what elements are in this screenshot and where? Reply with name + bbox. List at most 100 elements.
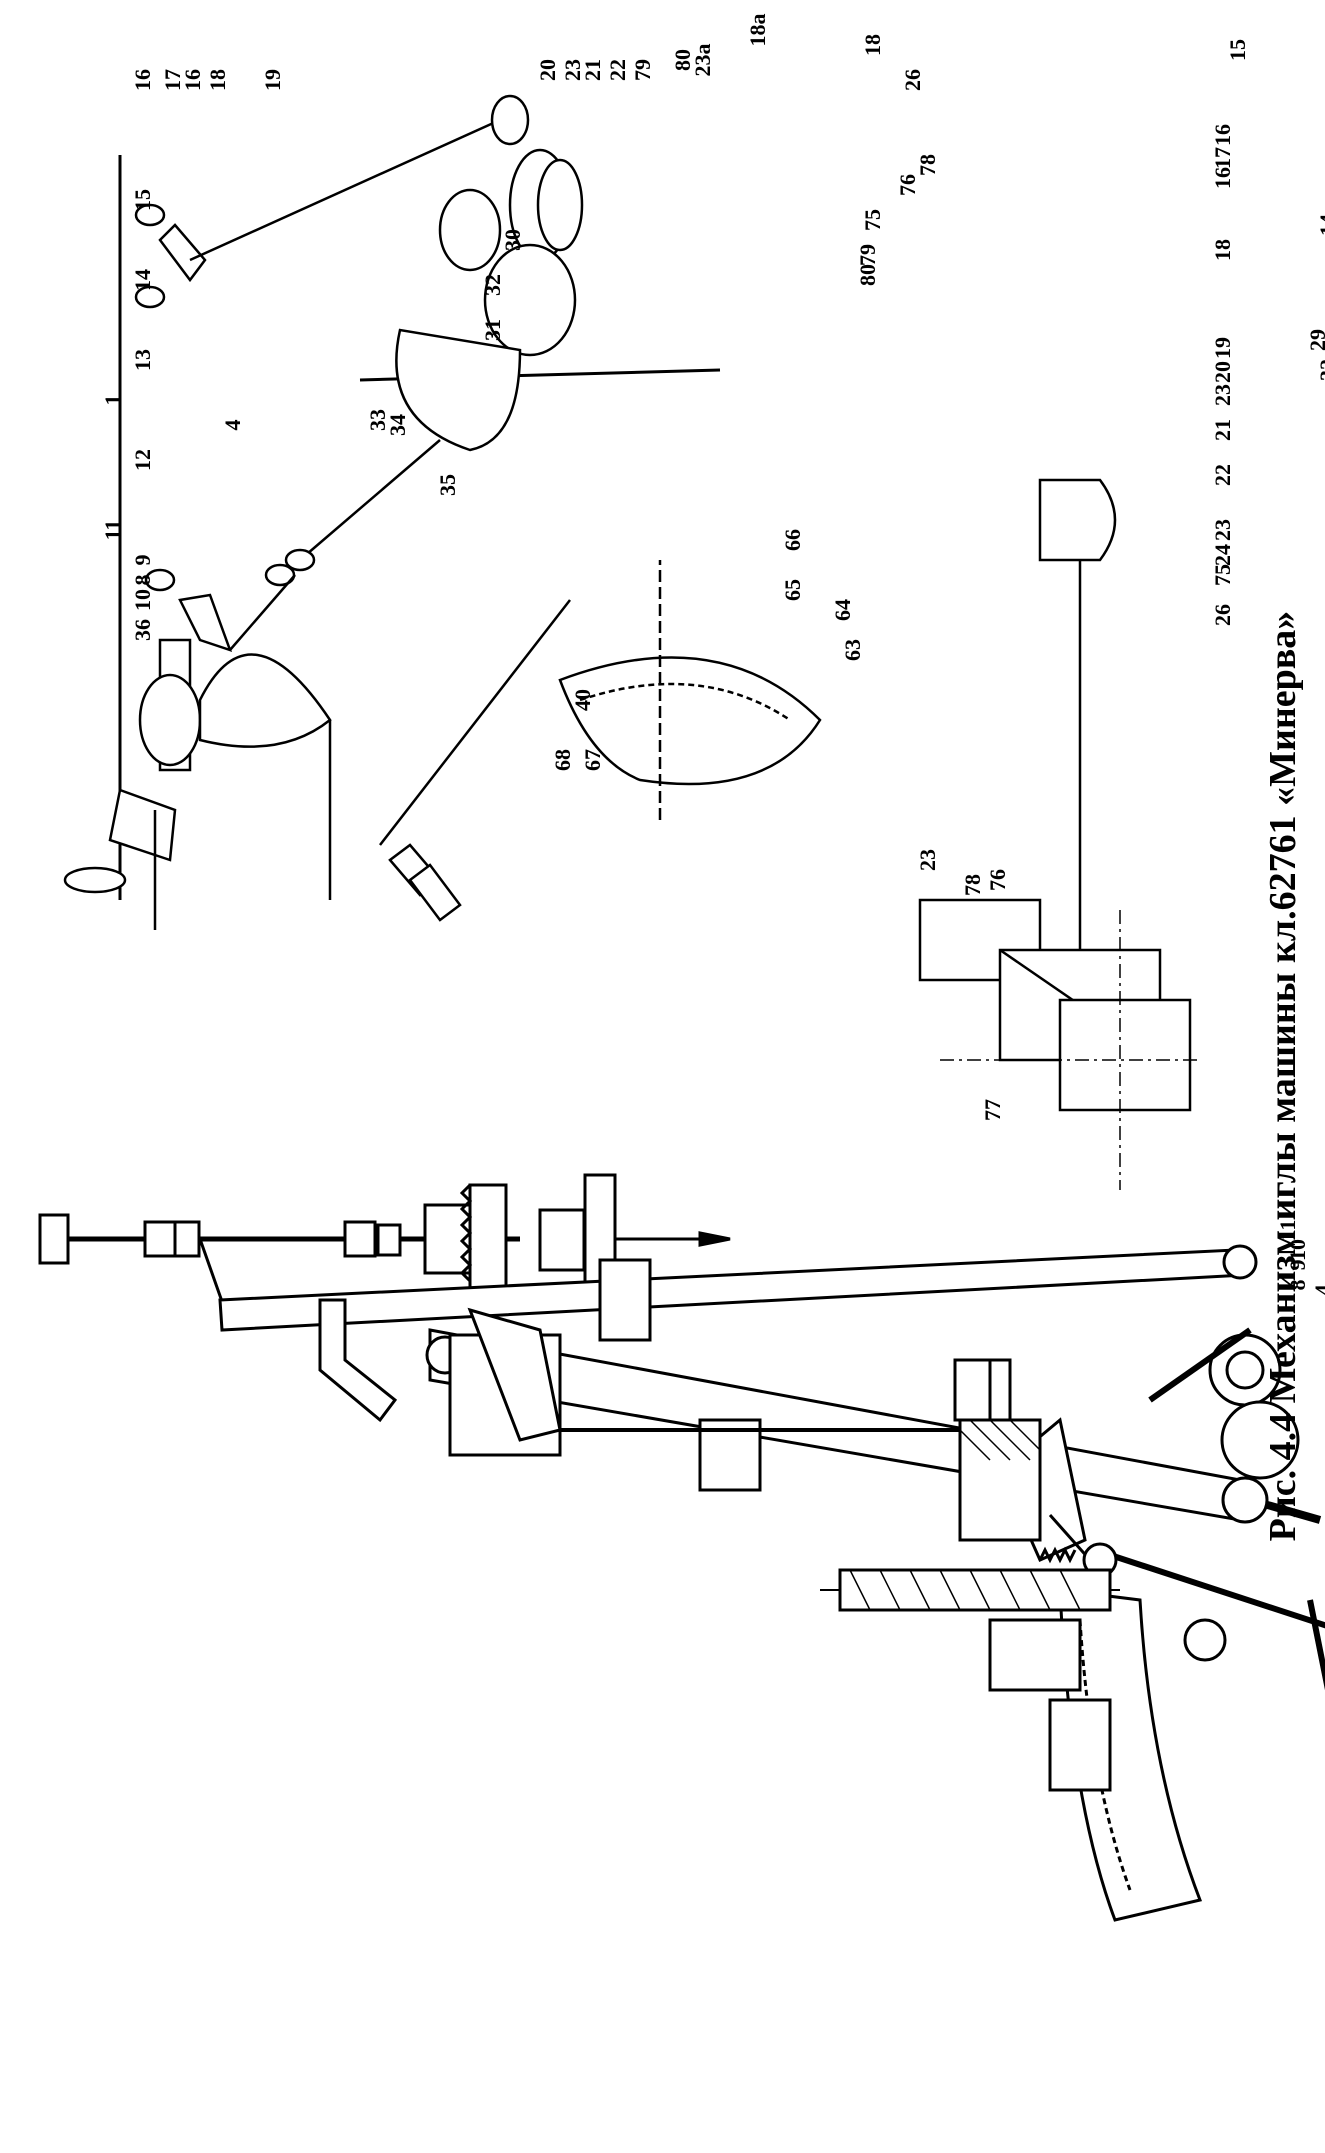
callout-labels: 1516171618192023212223247526141312302932… (100, 14, 1325, 1296)
lever-68 (1307, 1599, 1325, 1691)
callout-kinematic_scheme-38: 65 (780, 579, 805, 601)
callout-kinematic_scheme-6: 23 (560, 59, 585, 81)
callout-kinematic_scheme-22: 33 (365, 409, 390, 431)
callout-kinematic_scheme-8: 22 (605, 59, 630, 81)
callout-left_panel-4: 18 (1210, 239, 1235, 261)
callout-detail_view-1: 78 (960, 874, 985, 896)
callout-kinematic_scheme-30: 10 (130, 589, 155, 611)
callout-kinematic_scheme-27: 11 (100, 520, 125, 541)
callout-left_panel-27: 11 (1275, 1220, 1300, 1241)
scheme-belt (198, 653, 332, 748)
callout-kinematic_scheme-31: 36 (130, 619, 155, 641)
callout-kinematic_scheme-4: 19 (260, 69, 285, 91)
callout-kinematic_scheme-26: 4 (220, 420, 245, 431)
scheme-cam-67 (558, 656, 822, 786)
callout-left_panel-12: 75 (1210, 564, 1235, 586)
scheme-rod-30 (229, 574, 296, 651)
callout-detail_view-2: 76 (985, 869, 1010, 891)
callout-kinematic_scheme-18: 12 (130, 449, 155, 471)
section-part-79 (988, 1358, 1012, 1422)
callout-left_panel-8: 21 (1210, 419, 1235, 441)
callout-left_panel-9: 22 (1210, 464, 1235, 486)
section-hub-hatch (959, 1419, 1041, 1461)
section-hatch (840, 1569, 1110, 1611)
detail-inner (1058, 998, 1192, 1112)
callout-left_panel-14: 14 (1315, 214, 1325, 236)
callout-left_panel-28: 10 (1285, 1239, 1310, 1261)
sector-27 (467, 1307, 562, 1442)
scheme-rod-12 (189, 118, 501, 262)
isometric-drawing (38, 1173, 1325, 1922)
scheme-gear-22 (138, 673, 202, 767)
scheme-lever-20 (178, 593, 233, 653)
callout-kinematic_scheme-36: 80 (855, 264, 880, 286)
callout-kinematic_scheme-20: 32 (480, 274, 505, 296)
callout-left_panel-3: 16 (1210, 167, 1235, 189)
callout-kinematic_scheme-13: 18 (860, 34, 885, 56)
gear-9 (1225, 1350, 1265, 1390)
callout-kinematic_scheme-15: 15 (130, 189, 155, 211)
callout-left_panel-6: 20 (1210, 361, 1235, 383)
collar-19 (343, 1220, 377, 1258)
scheme-gear-1 (438, 188, 502, 272)
callout-kinematic_scheme-2: 16 (180, 69, 205, 91)
callout-left_panel-13: 26 (1210, 604, 1235, 626)
callout-kinematic_scheme-35: 79 (855, 244, 880, 266)
detail-drawing (918, 478, 1200, 1190)
rocker-29 (318, 1298, 398, 1423)
callout-detail_view-3: 77 (980, 1099, 1005, 1121)
bearing-16b (173, 1220, 201, 1258)
pivot-69 (1183, 1618, 1227, 1662)
callout-kinematic_scheme-23: 34 (385, 414, 410, 436)
section-bracket-75 (1048, 1698, 1112, 1792)
scheme-gear-4 (483, 243, 577, 357)
callout-left_panel-30: 8 (1285, 1280, 1310, 1291)
scheme-joint-31 (284, 548, 316, 572)
callout-kinematic_scheme-33: 76 (895, 174, 920, 196)
callout-left_panel-1: 16 (1210, 124, 1235, 146)
joint-12-bottom (1222, 1244, 1258, 1280)
callout-left_panel-11: 24 (1210, 544, 1235, 566)
callout-kinematic_scheme-32: 78 (915, 154, 940, 176)
figure-caption: Рис. 4.4 Механизм иглы машины кл.62761 «… (1262, 610, 1304, 1542)
gear-22-teeth (459, 1183, 473, 1283)
bearing-13 (598, 1258, 652, 1342)
gear-4 (1220, 1400, 1300, 1480)
gear-22 (468, 1183, 508, 1297)
lever-64 (1048, 1514, 1092, 1561)
callout-kinematic_scheme-28: 9 (130, 555, 155, 566)
kinematic-scheme (63, 94, 822, 930)
callout-left_panel-31: 4 (1310, 1285, 1325, 1296)
scheme-bearing-16a (134, 203, 166, 227)
callout-kinematic_scheme-24: 35 (435, 474, 460, 496)
scheme-rod-65 (379, 599, 571, 846)
callout-kinematic_scheme-40: 63 (840, 639, 865, 661)
section-hub-76 (958, 1418, 1042, 1542)
callout-kinematic_scheme-25: 1 (100, 395, 125, 406)
sector-62-teeth (1038, 1546, 1077, 1564)
lever-65 (1094, 1547, 1325, 1629)
callout-kinematic_scheme-39: 64 (830, 599, 855, 621)
callout-kinematic_scheme-7: 21 (580, 59, 605, 81)
callout-left_panel-18: 29 (1305, 329, 1325, 351)
callout-kinematic_scheme-14: 26 (900, 69, 925, 91)
callout-kinematic_scheme-12: 18а (745, 14, 770, 47)
callout-kinematic_scheme-41: 40 (570, 689, 595, 711)
callout-kinematic_scheme-9: 79 (630, 59, 655, 81)
callout-kinematic_scheme-11: 23а (690, 44, 715, 77)
main-shaft-1 (1148, 1327, 1252, 1403)
callout-kinematic_scheme-29: 8 (130, 575, 155, 586)
callout-kinematic_scheme-34: 75 (860, 209, 885, 231)
callout-kinematic_scheme-3: 18 (205, 69, 230, 91)
callout-left_panel-19: 32 (1315, 359, 1325, 381)
callout-kinematic_scheme-37: 66 (780, 529, 805, 551)
connecting-rod-12 (218, 1248, 1248, 1332)
scheme-bearing-16b (134, 285, 166, 309)
callout-detail_view-0: 23 (915, 849, 940, 871)
section-gear-22 (988, 1618, 1082, 1692)
bearing-16a (143, 1220, 177, 1258)
scheme-cam-groove-66 (579, 682, 791, 722)
callout-kinematic_scheme-16: 14 (130, 269, 155, 291)
